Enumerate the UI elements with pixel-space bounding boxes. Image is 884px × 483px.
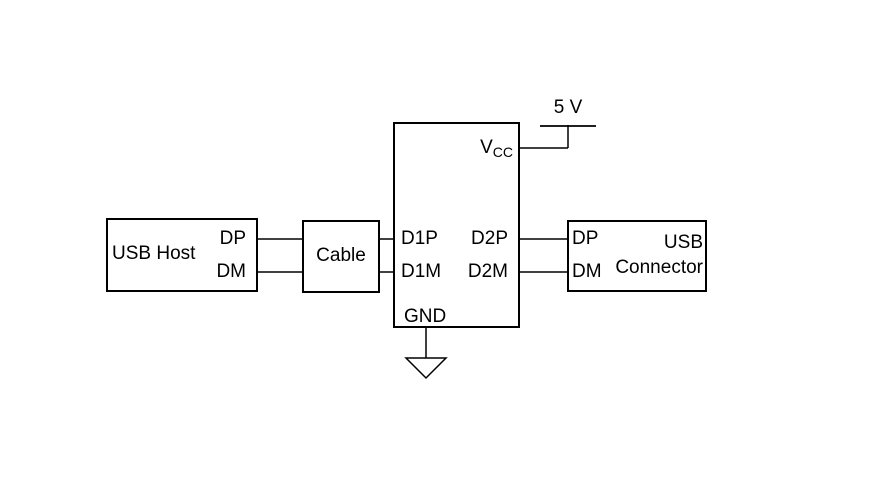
usb-connector-pin-dp: DP <box>572 228 599 249</box>
ic-pin-d2p: D2P <box>471 228 508 249</box>
usb-connector-pin-dm: DM <box>572 261 602 282</box>
ic-box <box>393 122 520 328</box>
supply-voltage-label: 5 V <box>553 97 583 118</box>
usb-connector-label: USB Connector <box>599 230 703 280</box>
cable-box <box>302 220 380 293</box>
usb-connector-box <box>567 220 707 292</box>
usb-host-label: USB Host <box>112 243 196 264</box>
usb-connector-label-line2: Connector <box>615 257 703 278</box>
cable-label: Cable <box>316 245 366 266</box>
usb-host-pin-dm: DM <box>216 261 246 282</box>
ic-pin-d2m: D2M <box>467 261 508 282</box>
ic-pin-gnd: GND <box>404 306 447 327</box>
usb-host-pin-dp: DP <box>219 228 246 249</box>
ground-triangle-icon <box>404 357 448 380</box>
ic-pin-vcc-subscript: CC <box>492 144 513 160</box>
usb-connector-label-line1: USB <box>663 232 703 253</box>
ic-pin-d1m: D1M <box>401 261 442 282</box>
ic-pin-d1p: D1P <box>401 228 438 249</box>
ic-pin-vcc: VCC <box>433 136 513 160</box>
usb-host-box <box>106 218 258 292</box>
ic-pin-vcc-base: V <box>480 137 493 158</box>
